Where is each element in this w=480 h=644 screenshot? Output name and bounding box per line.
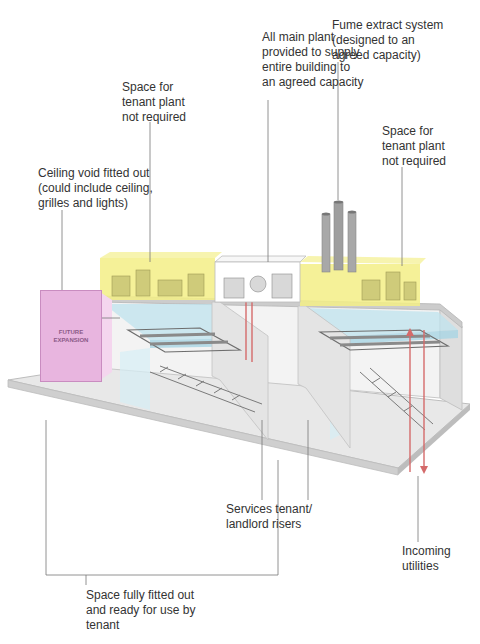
leader-line xyxy=(308,420,309,500)
bracket xyxy=(46,420,278,575)
duct xyxy=(150,342,228,344)
plant-unit xyxy=(158,280,182,296)
conveyor-step xyxy=(372,378,380,383)
tenant-plant-zone xyxy=(100,252,222,258)
duct xyxy=(330,336,430,338)
leader-line xyxy=(262,420,263,500)
callout-label: Space for tenant plant not required xyxy=(382,124,462,169)
conveyor xyxy=(360,368,433,430)
zone-label: FUTURE EXPANSION xyxy=(41,328,101,344)
slab-edge xyxy=(398,404,470,475)
stack-top xyxy=(334,201,343,204)
conveyor-step xyxy=(232,395,240,400)
partition-wall xyxy=(212,302,268,440)
plant-unit xyxy=(250,276,266,292)
callout-label: Fume extract system (designed to an agre… xyxy=(332,18,454,63)
plant-unit xyxy=(404,282,416,300)
stack-top xyxy=(348,211,356,214)
duct-frame xyxy=(128,328,240,352)
plant-unit xyxy=(362,280,380,300)
stack-top xyxy=(322,213,330,216)
plant-unit xyxy=(112,276,130,296)
plant-unit xyxy=(136,270,150,296)
plant-unit xyxy=(386,272,400,300)
duct-frame xyxy=(320,330,448,350)
tenant-plant-zone xyxy=(100,258,215,300)
plant-unit xyxy=(224,278,244,298)
conveyor-step xyxy=(404,406,412,411)
riser-arrow xyxy=(406,328,414,336)
conveyor xyxy=(150,366,262,412)
conveyor-step xyxy=(388,392,396,397)
riser-line xyxy=(245,302,246,360)
partition-wall xyxy=(298,306,350,448)
riser-line xyxy=(423,330,424,472)
plant-room xyxy=(215,256,306,262)
fume-stack xyxy=(348,212,356,272)
riser xyxy=(246,302,424,472)
expansion-zone: FUTURE EXPANSION xyxy=(40,290,102,382)
plant-outline xyxy=(112,270,416,300)
conveyor-step xyxy=(178,374,186,379)
conveyor-step xyxy=(196,381,204,386)
riser-line xyxy=(409,330,410,472)
conveyor-rail xyxy=(150,372,255,412)
callout-label: Space for tenant plant not required xyxy=(122,80,202,125)
plant-unit xyxy=(272,274,292,298)
riser-line xyxy=(251,302,252,362)
duct xyxy=(340,342,440,345)
conveyor-rail xyxy=(360,372,425,430)
plant-unit xyxy=(188,274,204,296)
conveyor-step xyxy=(214,388,222,393)
riser-arrow xyxy=(420,466,428,474)
callout-label: Incoming utilities xyxy=(402,544,464,574)
fume-stack xyxy=(322,214,330,272)
tenant-plant-zone xyxy=(300,264,420,306)
main-plant xyxy=(224,274,292,298)
leader-line xyxy=(86,575,87,585)
leader-line xyxy=(268,100,269,262)
callout-label: Services tenant/ landlord risers xyxy=(226,502,326,532)
plant-room xyxy=(215,262,300,302)
fume-stack xyxy=(334,202,343,270)
callout-label: Ceiling void fitted out (could include c… xyxy=(38,166,184,211)
conveyor-step xyxy=(160,367,168,372)
leader-line xyxy=(418,476,419,542)
leader-line xyxy=(402,167,403,266)
tenant-plant-zone xyxy=(300,256,426,264)
callout-label: Space fully fitted out and ready for use… xyxy=(86,588,198,633)
duct xyxy=(140,334,215,336)
void-plane xyxy=(120,348,150,410)
conveyor-rail xyxy=(160,366,262,404)
